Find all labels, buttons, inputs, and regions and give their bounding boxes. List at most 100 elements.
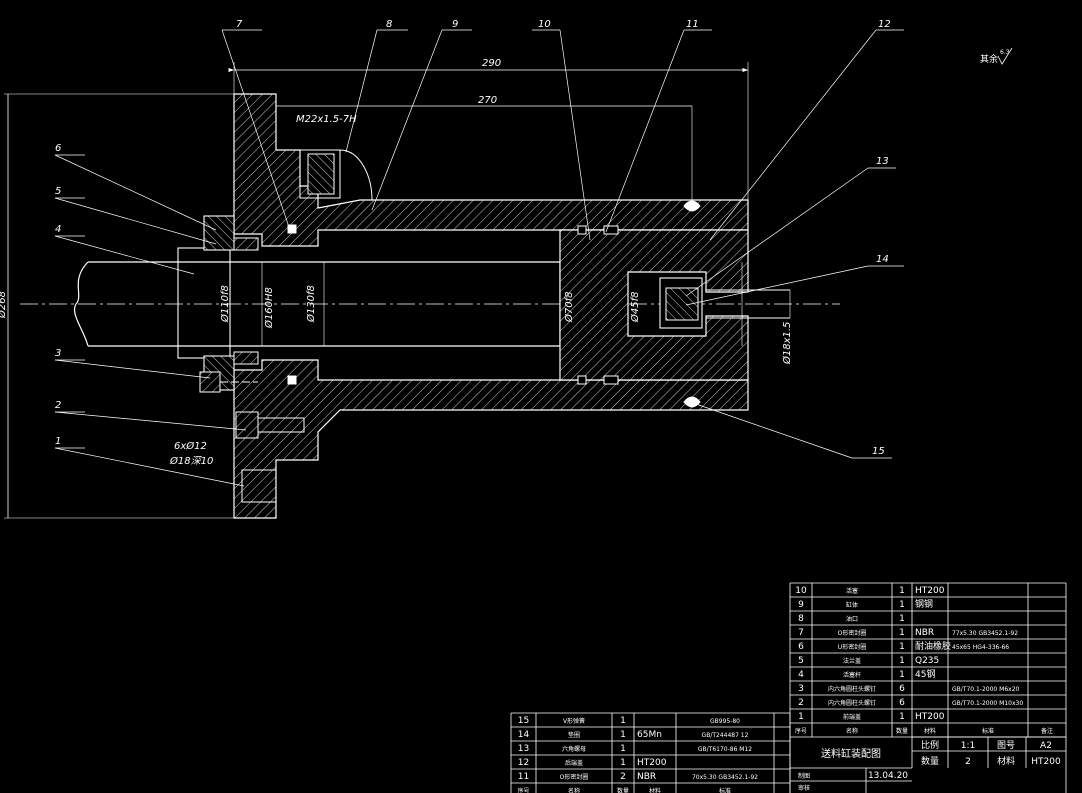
bom-row-standard: GB995-80 bbox=[710, 718, 740, 725]
bom-row-name: 内六角圆柱头螺钉 bbox=[828, 699, 876, 707]
bom-row-name: 活塞 bbox=[846, 587, 858, 595]
bom-row-qty: 1 bbox=[620, 716, 626, 726]
front-end-cap-lower bbox=[233, 359, 749, 519]
dim-270: 270 bbox=[478, 95, 497, 106]
bom-row-standard: GB/T70.1-2000 M10x30 bbox=[952, 700, 1023, 707]
balloon-1: 1 bbox=[55, 436, 61, 447]
bom-header-material: 材料 bbox=[924, 727, 936, 735]
oil-port-bore bbox=[307, 153, 335, 195]
bom-row-no: 15 bbox=[518, 716, 529, 726]
piston bbox=[559, 229, 749, 381]
bom-row-material: 65Mn bbox=[637, 730, 662, 740]
balloon-6: 6 bbox=[55, 143, 61, 154]
bom-row-no: 7 bbox=[798, 628, 804, 638]
bom-table bbox=[510, 582, 1067, 793]
bom-row-no: 6 bbox=[798, 642, 804, 652]
bom-header-standard: 标准 bbox=[982, 727, 994, 735]
flange-cover-top bbox=[203, 215, 235, 251]
drawn-date: 13.04.20 bbox=[868, 771, 908, 781]
bom-row-qty: 1 bbox=[899, 642, 905, 652]
bom-row-material: HT200 bbox=[915, 712, 945, 722]
bom-header-qty: 数量 bbox=[896, 727, 908, 735]
bom-header-material: 材料 bbox=[649, 787, 661, 793]
bom-row-qty: 1 bbox=[620, 744, 626, 754]
bom-row-name: 活塞杆 bbox=[843, 671, 861, 679]
balloon-12: 12 bbox=[878, 19, 891, 30]
dim-overall-left: Ø268 bbox=[0, 291, 8, 319]
dim-holes-a: 6xØ12 bbox=[174, 440, 207, 452]
bom-header-no: 序号 bbox=[517, 787, 529, 793]
weld-bottom bbox=[683, 396, 701, 408]
dim-d70: Ø70f8 bbox=[563, 292, 575, 323]
bom-row-name: O形密封圈 bbox=[560, 773, 589, 781]
bom-row-name: 缸体 bbox=[846, 601, 858, 609]
qty-value: 2 bbox=[965, 757, 971, 767]
o-ring-top bbox=[287, 224, 297, 234]
bom-header-name: 名称 bbox=[568, 787, 580, 793]
bom-row-standard: 70x5.30 GB3452.1-92 bbox=[692, 774, 758, 781]
bom-header-no: 序号 bbox=[795, 727, 807, 735]
bom-row-name: 后端盖 bbox=[565, 759, 583, 767]
dim-d45: Ø45f8 bbox=[629, 292, 641, 323]
sheet-value: A2 bbox=[1040, 741, 1052, 751]
bom-row-name: 垫圈 bbox=[568, 731, 580, 739]
bom-header-remark: 备注 bbox=[1041, 727, 1053, 735]
bom-row-name: U形密封圈 bbox=[838, 643, 866, 651]
bom-row-qty: 1 bbox=[899, 600, 905, 610]
roughness-icon bbox=[997, 47, 1013, 65]
material-label: 材料 bbox=[997, 755, 1015, 767]
bom-row-material: 耐油橡胶 bbox=[915, 640, 951, 652]
bom-row-no: 1 bbox=[798, 712, 804, 722]
bom-row-qty: 6 bbox=[899, 684, 905, 694]
drawing-title: 送料缸装配图 bbox=[821, 747, 881, 760]
bolt-m10 bbox=[235, 411, 259, 439]
bom-row-material: NBR bbox=[637, 772, 656, 782]
bom-row-no: 10 bbox=[795, 586, 807, 596]
dim-rod-thread: Ø18x1.5 bbox=[781, 322, 793, 365]
bom-row-name: 法兰盖 bbox=[843, 657, 861, 665]
balloon-14: 14 bbox=[876, 254, 889, 265]
drawn-label: 制图 bbox=[798, 772, 810, 780]
balloon-labels: 7 8 9 10 11 12 13 14 15 6 5 4 3 2 1 bbox=[55, 19, 891, 457]
bom-row-name: 油口 bbox=[846, 615, 858, 623]
scale-value: 1:1 bbox=[961, 741, 975, 751]
bom-row-no: 8 bbox=[798, 614, 804, 624]
qty-label: 数量 bbox=[921, 755, 939, 767]
bom-row-name: O形密封圈 bbox=[838, 629, 867, 637]
bom-row-qty: 6 bbox=[899, 698, 905, 708]
balloon-5: 5 bbox=[55, 186, 61, 197]
u-seal-top bbox=[233, 237, 259, 251]
u-seal-bottom bbox=[233, 351, 259, 365]
weld-top bbox=[683, 200, 701, 212]
bom-row-qty: 1 bbox=[620, 758, 626, 768]
bolt-hole bbox=[241, 469, 277, 503]
bom-row-qty: 1 bbox=[899, 656, 905, 666]
balloon-7: 7 bbox=[236, 19, 243, 30]
bom-row-no: 5 bbox=[798, 656, 804, 666]
bom-row-no: 3 bbox=[798, 684, 804, 694]
bom-row-standard: 45x65 HG4-336-66 bbox=[952, 644, 1009, 651]
scale-label: 比例 bbox=[921, 739, 939, 751]
dim-d130: Ø130f8 bbox=[305, 285, 317, 323]
front-end-cap bbox=[233, 93, 749, 247]
dim-d110: Ø110f8 bbox=[219, 285, 231, 323]
bom-row-material: Q235 bbox=[915, 656, 939, 666]
bom-row-material: HT200 bbox=[637, 758, 667, 768]
bom-row-standard: 77x5.30 GB3452.1-92 bbox=[952, 630, 1018, 637]
dimension-labels: 290 270 M22x1.5-7H 6xØ12 Ø18深10 Ø110f8 Ø… bbox=[0, 58, 793, 467]
bom-row-material: 钢钢 bbox=[915, 598, 933, 610]
balloon-9: 9 bbox=[452, 19, 458, 30]
dim-290: 290 bbox=[482, 58, 501, 69]
oil-port-boss bbox=[299, 149, 341, 199]
bom-row-qty: 1 bbox=[899, 628, 905, 638]
bom-header-qty: 数量 bbox=[617, 787, 629, 793]
bom-row-qty: 2 bbox=[620, 772, 626, 782]
bom-row-name: 六角螺母 bbox=[562, 745, 586, 753]
material-value: HT200 bbox=[1031, 757, 1061, 767]
balloon-10: 10 bbox=[538, 19, 551, 30]
cylinder-section-view bbox=[4, 29, 904, 519]
bom-row-no: 13 bbox=[518, 744, 529, 754]
bom-row-qty: 1 bbox=[899, 586, 905, 596]
